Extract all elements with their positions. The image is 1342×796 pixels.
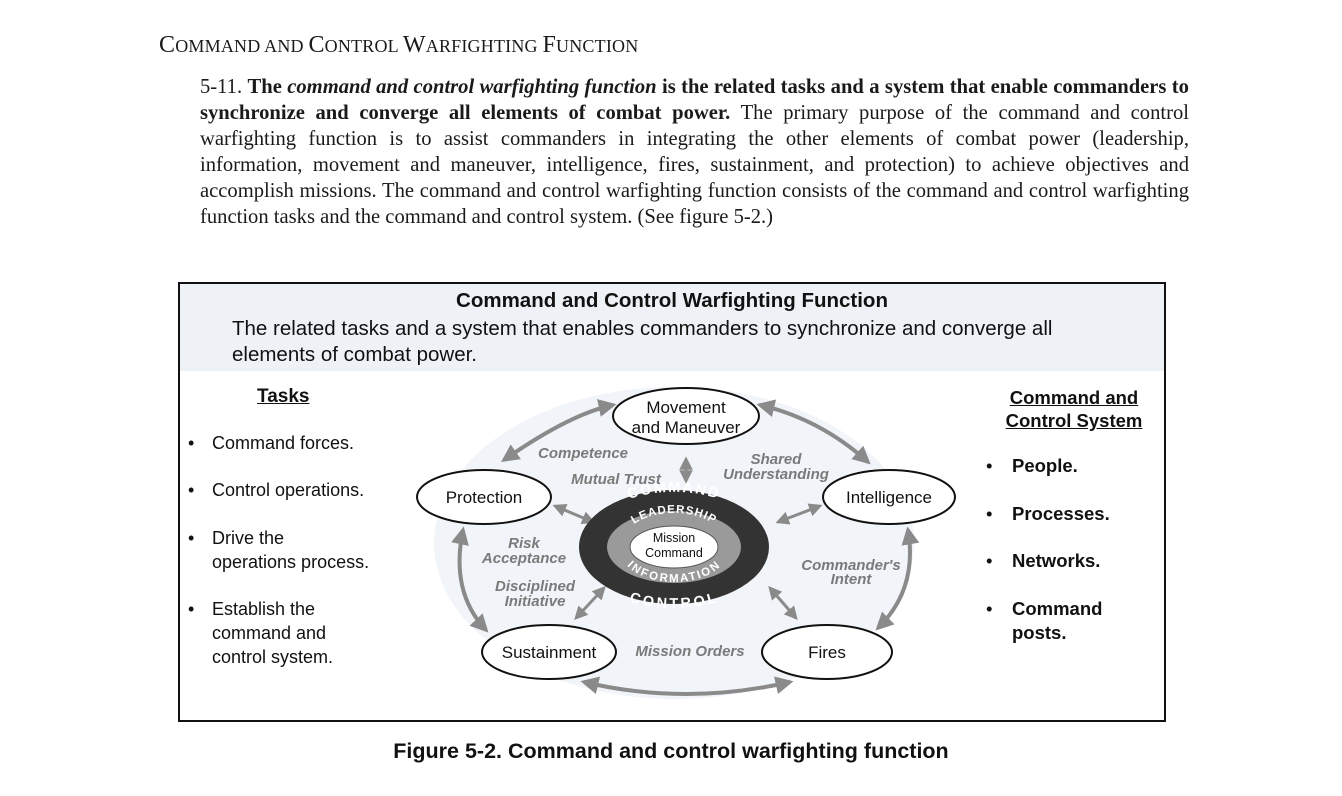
system-item: • Networks. xyxy=(986,549,1162,573)
figure-title: Command and Control Warfighting Function xyxy=(456,289,888,312)
arrow-center-intelligence xyxy=(775,503,823,525)
bullet: • xyxy=(188,528,195,548)
arrow-movement-protection xyxy=(501,399,617,463)
bullet: • xyxy=(986,455,993,476)
bullet: • xyxy=(986,503,993,524)
svg-text:COMMAND: COMMAND xyxy=(626,480,723,503)
system-item: • Command posts. xyxy=(986,597,1162,645)
arrow-sustainment-fires xyxy=(580,676,794,696)
node-protection-label: Protection xyxy=(446,488,523,507)
node-protection: Protection xyxy=(416,469,552,525)
node-sustainment: Sustainment xyxy=(481,624,617,680)
task-text-line: command and xyxy=(212,623,327,643)
node-intelligence: Intelligence xyxy=(822,469,956,525)
task-item: • Establish the command and control system. xyxy=(188,597,412,669)
node-movement-and-maneuver: Movement and Maneuver xyxy=(612,387,760,445)
mission-command-line-2: Command xyxy=(645,546,703,560)
label-competence: Competence xyxy=(538,445,628,462)
system-text-line: Command xyxy=(1012,598,1103,619)
heading-letter: C xyxy=(308,32,325,58)
label-risk-acceptance-1: Risk xyxy=(508,535,540,552)
arrow-center-protection xyxy=(552,503,596,525)
section-heading: COMMAND AND CONTROL WARFIGHTING FUNCTION xyxy=(159,32,638,59)
node-movement-line-2: and Maneuver xyxy=(632,418,741,437)
tasks-heading: Tasks xyxy=(257,386,310,407)
label-commanders-intent-1: Commander's xyxy=(801,557,900,574)
task-text-line: operations process. xyxy=(212,552,370,572)
bullet: • xyxy=(188,599,195,619)
paragraph-bold-definition: is the related tasks and a system that e… xyxy=(200,76,1189,124)
task-text-line: Drive the xyxy=(212,528,285,548)
paragraph-number: 5-11. xyxy=(200,76,243,98)
task-text-line: control system. xyxy=(212,647,334,667)
paragraph-5-11: 5-11. The command and control warfightin… xyxy=(200,74,1189,230)
heading-fragment: ARFIGHTING xyxy=(425,36,543,56)
bullet: • xyxy=(986,598,993,619)
heading-letter: F xyxy=(542,32,557,58)
label-disciplined-initiative-2: Initiative xyxy=(505,593,566,610)
label-risk-acceptance-2: Acceptance xyxy=(481,550,566,567)
paragraph-defined-term: command and control warfighting function xyxy=(287,76,657,98)
system-heading-line: Command and xyxy=(1009,387,1139,408)
system-item: • People. xyxy=(986,454,1162,478)
figure-header xyxy=(180,284,1164,371)
label-shared-understanding-2: Understanding xyxy=(723,466,829,483)
system-text: People. xyxy=(1012,455,1078,476)
system-heading-line: Control System xyxy=(1005,410,1143,431)
task-item: • Control operations. xyxy=(188,478,412,502)
warfighting-diagram: COMMAND CONTROL LEADERSHIP INFORMATION M… xyxy=(416,387,956,699)
arrow-center-sustainment xyxy=(574,586,606,620)
node-intelligence-label: Intelligence xyxy=(846,488,932,507)
figure-5-2: Command and Control Warfighting Function… xyxy=(178,282,1166,722)
label-commanders-intent-2: Intent xyxy=(831,571,873,588)
system-text: Networks. xyxy=(1012,550,1101,571)
node-sustainment-label: Sustainment xyxy=(502,643,597,662)
paragraph-bold-lead: The xyxy=(247,76,282,98)
label-mission-orders: Mission Orders xyxy=(635,643,744,660)
node-movement-line-1: Movement xyxy=(646,398,726,417)
bullet: • xyxy=(188,433,195,453)
system-item: • Processes. xyxy=(986,502,1162,526)
arrow-center-fires xyxy=(768,585,798,621)
bullet: • xyxy=(188,480,195,500)
figure-caption: Figure 5-2. Command and control warfight… xyxy=(393,739,949,763)
heading-fragment: UNCTION xyxy=(556,36,639,56)
label-shared-understanding-1: Shared xyxy=(751,451,803,468)
task-item: • Command forces. xyxy=(188,431,412,455)
label-disciplined-initiative-1: Disciplined xyxy=(495,578,576,595)
label-mutual-trust: Mutual Trust xyxy=(571,471,662,488)
system-text-line: posts. xyxy=(1012,622,1067,643)
ring-mission-command xyxy=(629,525,719,569)
task-text: Control operations. xyxy=(212,480,365,500)
arrow-movement-intelligence xyxy=(756,399,871,465)
heading-fragment: OMMAND AND xyxy=(175,36,309,56)
heading-letter: W xyxy=(402,32,426,58)
heading-letter: C xyxy=(159,32,176,58)
figure-description: The related tasks and a system that enab… xyxy=(232,317,1053,366)
arrow-intelligence-fires xyxy=(875,526,920,631)
task-text-line: Establish the xyxy=(212,599,316,619)
bullet: • xyxy=(986,550,993,571)
system-text: Processes. xyxy=(1012,503,1110,524)
svg-text:CONTROL: CONTROL xyxy=(628,589,720,611)
arrow-protection-sustainment xyxy=(451,526,489,633)
task-text: Command forces. xyxy=(212,433,355,453)
node-fires: Fires xyxy=(761,624,893,680)
ring-label-control: CONTROL xyxy=(628,589,718,611)
mission-command-line-1: Mission xyxy=(653,531,695,545)
node-fires-label: Fires xyxy=(808,643,846,662)
ring-label-command: COMMAND xyxy=(626,480,721,503)
heading-fragment: ONTROL xyxy=(324,36,403,56)
paragraph-body: The primary purpose of the command and c… xyxy=(200,102,1189,228)
task-item: • Drive the operations process. xyxy=(188,526,412,574)
